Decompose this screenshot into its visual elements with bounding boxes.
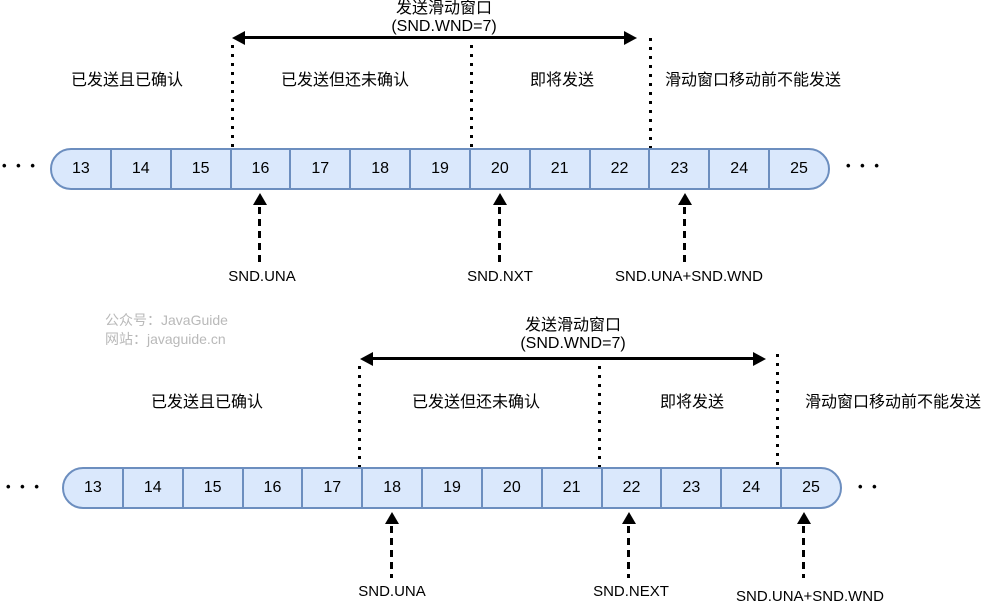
snd-next-label: SND.NEXT: [593, 583, 669, 600]
sequence-cell-23: 23: [648, 150, 708, 188]
sequence-cell-20: 20: [480, 469, 541, 507]
send-window-title-line1: 发送滑动窗口: [524, 317, 621, 334]
window-span-arrow-line: [371, 357, 754, 360]
sequence-cell-19: 19: [421, 469, 481, 507]
snd-nxt-arrowhead-icon: [493, 193, 507, 205]
sequence-cell-22: 22: [600, 469, 661, 507]
sequence-cell-18: 18: [349, 150, 409, 188]
window-span-arrowhead-left-icon: [360, 352, 373, 366]
sequence-cell-21: 21: [540, 469, 601, 507]
label-sent-unacked: 已发送但还未确认: [411, 394, 540, 411]
sequence-cell-25: 25: [768, 150, 828, 188]
sequence-cell-24: 24: [720, 469, 780, 507]
snd-una-plus-wnd-arrow-line: [683, 207, 686, 265]
ellipsis-right: • • •: [846, 158, 882, 173]
sequence-cell-16: 16: [241, 469, 302, 507]
sequence-cell-13: 13: [72, 160, 90, 177]
separator-next-to-send: [470, 45, 473, 148]
watermark-account-line: 公众号：JavaGuide: [105, 312, 228, 328]
label-about-to-send: 即将发送: [529, 72, 594, 89]
snd-una-plus-wnd-arrow-line: [802, 526, 805, 578]
sequence-cell-14: 14: [109, 150, 170, 188]
snd-next-arrowhead-icon: [622, 512, 636, 524]
snd-una-label: SND.UNA: [358, 583, 426, 600]
sequence-cell-25: 25: [780, 469, 840, 507]
label-cannot-send: 滑动窗口移动前不能发送: [804, 394, 981, 411]
snd-una-plus-wnd-label: SND.UNA+SND.WND: [736, 588, 884, 605]
send-window-title-line2: (SND.WND=7): [391, 18, 497, 35]
snd-una-plus-wnd-arrowhead-icon: [678, 193, 692, 205]
send-window-title: 发送滑动窗口 (SND.WND=7): [463, 317, 683, 353]
window-span-arrowhead-right-icon: [753, 352, 766, 366]
label-sent-acked: 已发送且已确认: [150, 394, 263, 411]
snd-una-arrowhead-icon: [253, 193, 267, 205]
label-cannot-send: 滑动窗口移动前不能发送: [664, 72, 841, 89]
snd-next-arrow-line: [627, 526, 630, 578]
sequence-cell-17: 17: [289, 150, 349, 188]
sequence-cell-15: 15: [181, 469, 242, 507]
label-about-to-send: 即将发送: [659, 394, 724, 411]
ellipsis-left: • • •: [6, 479, 42, 494]
sequence-cell-24: 24: [708, 150, 768, 188]
sequence-cell-19: 19: [409, 150, 469, 188]
label-sent-unacked: 已发送但还未确认: [280, 72, 409, 89]
snd-nxt-arrow-line: [498, 207, 501, 265]
snd-una-plus-wnd-label: SND.UNA+SND.WND: [615, 268, 763, 285]
watermark-site-line: 网站：javaguide.cn: [105, 331, 226, 347]
sequence-cell-14: 14: [121, 469, 182, 507]
sequence-cell-16: 16: [229, 150, 290, 188]
snd-una-arrow-line: [390, 526, 393, 578]
separator-window-start: [231, 45, 234, 148]
sequence-cell-15: 15: [169, 150, 230, 188]
snd-una-arrow-line: [258, 207, 261, 265]
sequence-cell-17: 17: [301, 469, 361, 507]
window-span-arrowhead-left-icon: [232, 31, 245, 45]
window-span-arrow-line: [244, 36, 626, 39]
sequence-cell-23: 23: [660, 469, 720, 507]
label-sent-acked: 已发送且已确认: [70, 72, 183, 89]
ellipsis-right: • •: [858, 479, 880, 494]
snd-una-arrowhead-icon: [385, 512, 399, 524]
separator-next-to-send: [598, 366, 601, 467]
sequence-cell-18: 18: [361, 469, 421, 507]
send-window-title: 发送滑动窗口 (SND.WND=7): [334, 0, 554, 36]
sequence-cell-22: 22: [588, 150, 649, 188]
sequence-cell-13: 13: [84, 479, 102, 496]
sequence-cell-21: 21: [528, 150, 589, 188]
snd-una-label: SND.UNA: [228, 268, 296, 285]
watermark: 公众号：JavaGuide 网站：javaguide.cn: [105, 311, 228, 349]
window-span-arrowhead-right-icon: [624, 31, 637, 45]
separator-window-start: [358, 366, 361, 467]
ellipsis-left: • • •: [2, 158, 38, 173]
sequence-cell-20: 20: [468, 150, 529, 188]
separator-window-end: [776, 354, 779, 467]
send-window-title-line2: (SND.WND=7): [520, 335, 626, 352]
send-window-title-line1: 发送滑动窗口: [395, 0, 492, 17]
snd-una-plus-wnd-arrowhead-icon: [797, 512, 811, 524]
separator-window-end: [649, 38, 652, 148]
snd-nxt-label: SND.NXT: [467, 268, 533, 285]
